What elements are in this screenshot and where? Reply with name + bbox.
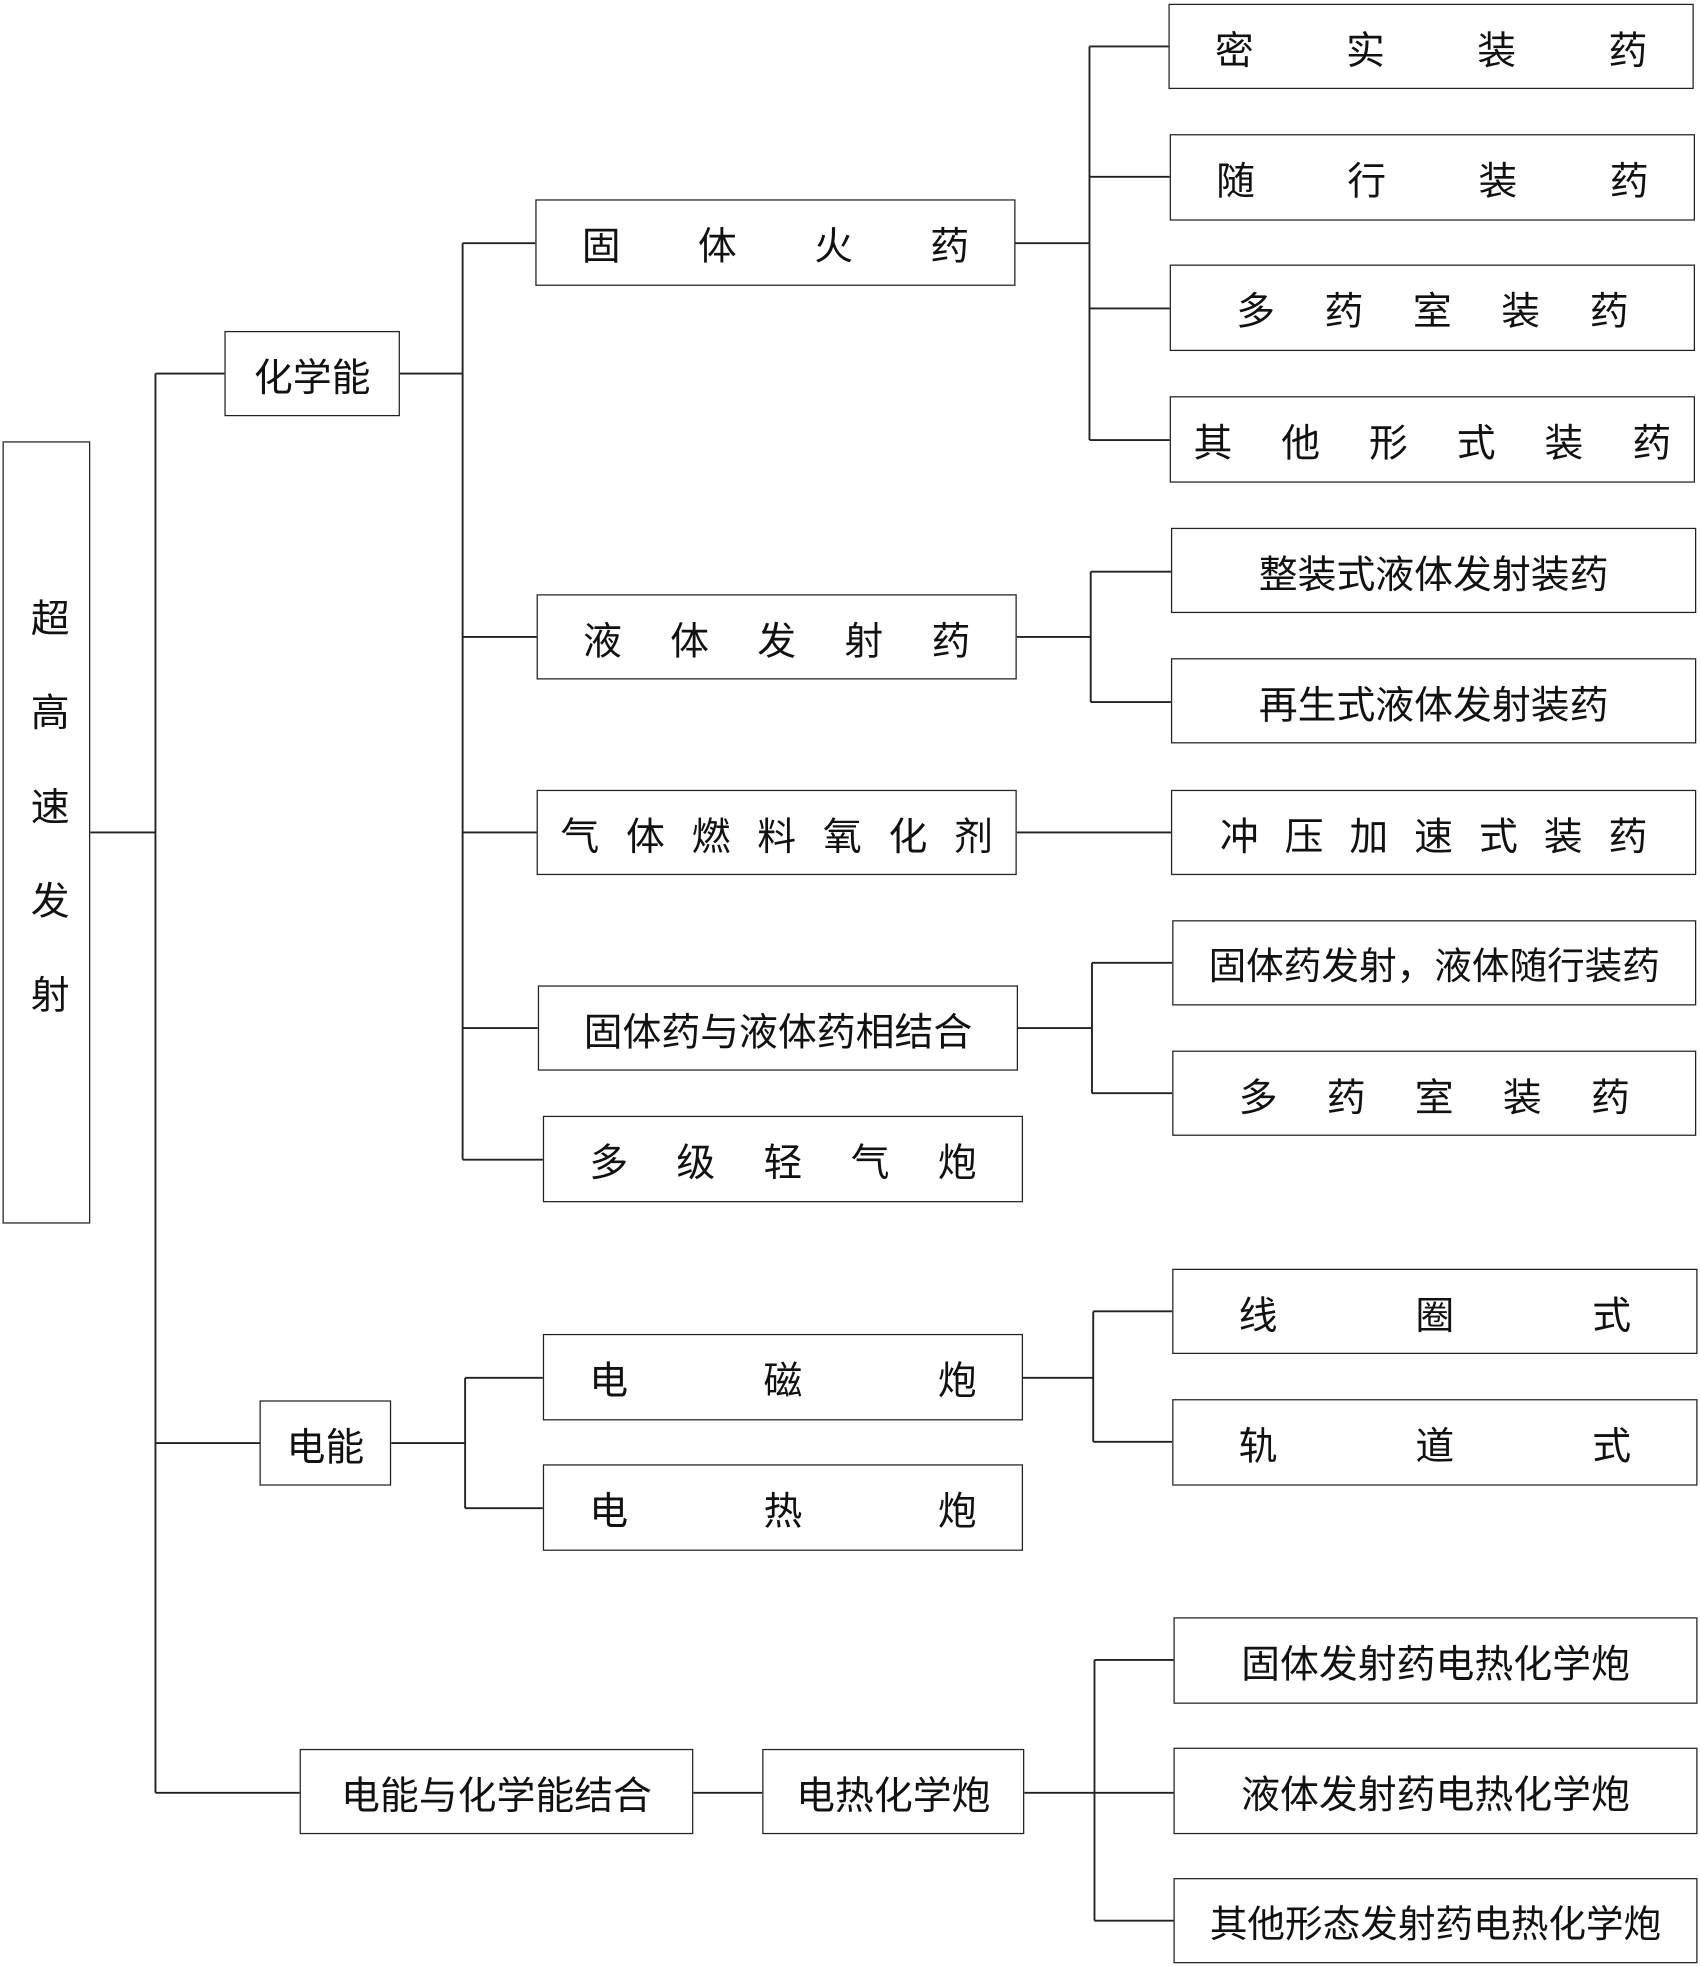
- node-coil-type: 线圈式: [1172, 1268, 1698, 1354]
- node-electric-energy: 电能: [259, 1400, 392, 1486]
- label: 多药室装药: [1238, 1075, 1630, 1121]
- label: 液体发射药: [582, 618, 971, 664]
- label: 轨道式: [1238, 1424, 1632, 1470]
- label: 液体发射药电热化学炮: [1241, 1772, 1630, 1818]
- node-etc-liquid: 液体发射药电热化学炮: [1173, 1747, 1698, 1835]
- label: 整装式液体发射装药: [1258, 552, 1609, 598]
- node-dense-charge: 密实装药: [1168, 3, 1694, 90]
- node-etc-other: 其他形态发射药电热化学炮: [1173, 1878, 1698, 1964]
- label: 线圈式: [1238, 1293, 1632, 1339]
- label: 再生式液体发射装药: [1258, 682, 1609, 728]
- label: 电能: [286, 1424, 365, 1470]
- node-regenerative-liquid-charge: 再生式液体发射装药: [1170, 658, 1697, 744]
- label: 化学能: [253, 355, 371, 401]
- node-rail-type: 轨道式: [1172, 1399, 1698, 1486]
- node-multistage-light-gas-gun: 多级轻气炮: [542, 1115, 1024, 1203]
- node-combined-energy: 电能与化学能结合: [299, 1748, 694, 1835]
- node-electromagnetic-gun: 电磁炮: [542, 1333, 1024, 1421]
- node-ram-acceleration-charge: 冲压加速式装药: [1170, 789, 1697, 876]
- node-bulk-liquid-charge: 整装式液体发射装药: [1170, 527, 1697, 614]
- label: 随行装药: [1216, 159, 1649, 205]
- node-traveling-charge: 随行装药: [1169, 134, 1696, 221]
- label: 电热炮: [589, 1489, 977, 1535]
- label: 固体发射药电热化学炮: [1241, 1642, 1630, 1688]
- label: 气体燃料氧化剂: [560, 814, 993, 860]
- root-node: 超高速发射: [2, 441, 91, 1224]
- node-electrothermal-gun: 电热炮: [542, 1464, 1024, 1551]
- label: 固体药发射，液体随行装药: [1208, 945, 1660, 990]
- node-etc-solid: 固体发射药电热化学炮: [1173, 1617, 1698, 1704]
- root-label: 超高速发射: [23, 597, 69, 1068]
- node-liquid-propellant: 液体发射药: [536, 594, 1017, 680]
- node-solid-propellant: 固体火药: [535, 199, 1016, 286]
- node-solid-liquid-combined: 固体药与液体药相结合: [537, 985, 1019, 1071]
- label: 电热化学炮: [796, 1773, 991, 1819]
- label: 电磁炮: [589, 1359, 977, 1405]
- node-etc-gun: 电热化学炮: [762, 1748, 1025, 1835]
- label: 冲压加速式装药: [1219, 814, 1648, 860]
- node-multi-chamber-charge-2: 多药室装药: [1172, 1050, 1697, 1136]
- label: 固体火药: [581, 224, 970, 270]
- node-multi-chamber-charge: 多药室装药: [1169, 264, 1696, 352]
- node-other-form-charge: 其他形式装药: [1169, 396, 1696, 483]
- label: 密实装药: [1214, 28, 1648, 74]
- label: 电能与化学能结合: [341, 1773, 652, 1819]
- label: 其他形态发射药电热化学炮: [1209, 1903, 1662, 1947]
- label: 固体药与液体药相结合: [583, 1009, 973, 1055]
- label: 多药室装药: [1236, 289, 1629, 335]
- node-chemical-energy: 化学能: [224, 330, 400, 417]
- label: 多级轻气炮: [589, 1140, 977, 1187]
- node-gas-fuel-oxidizer: 气体燃料氧化剂: [536, 789, 1017, 876]
- node-solid-fire-liquid-traveling: 固体药发射，液体随行装药: [1172, 920, 1697, 1006]
- label: 其他形式装药: [1193, 421, 1672, 467]
